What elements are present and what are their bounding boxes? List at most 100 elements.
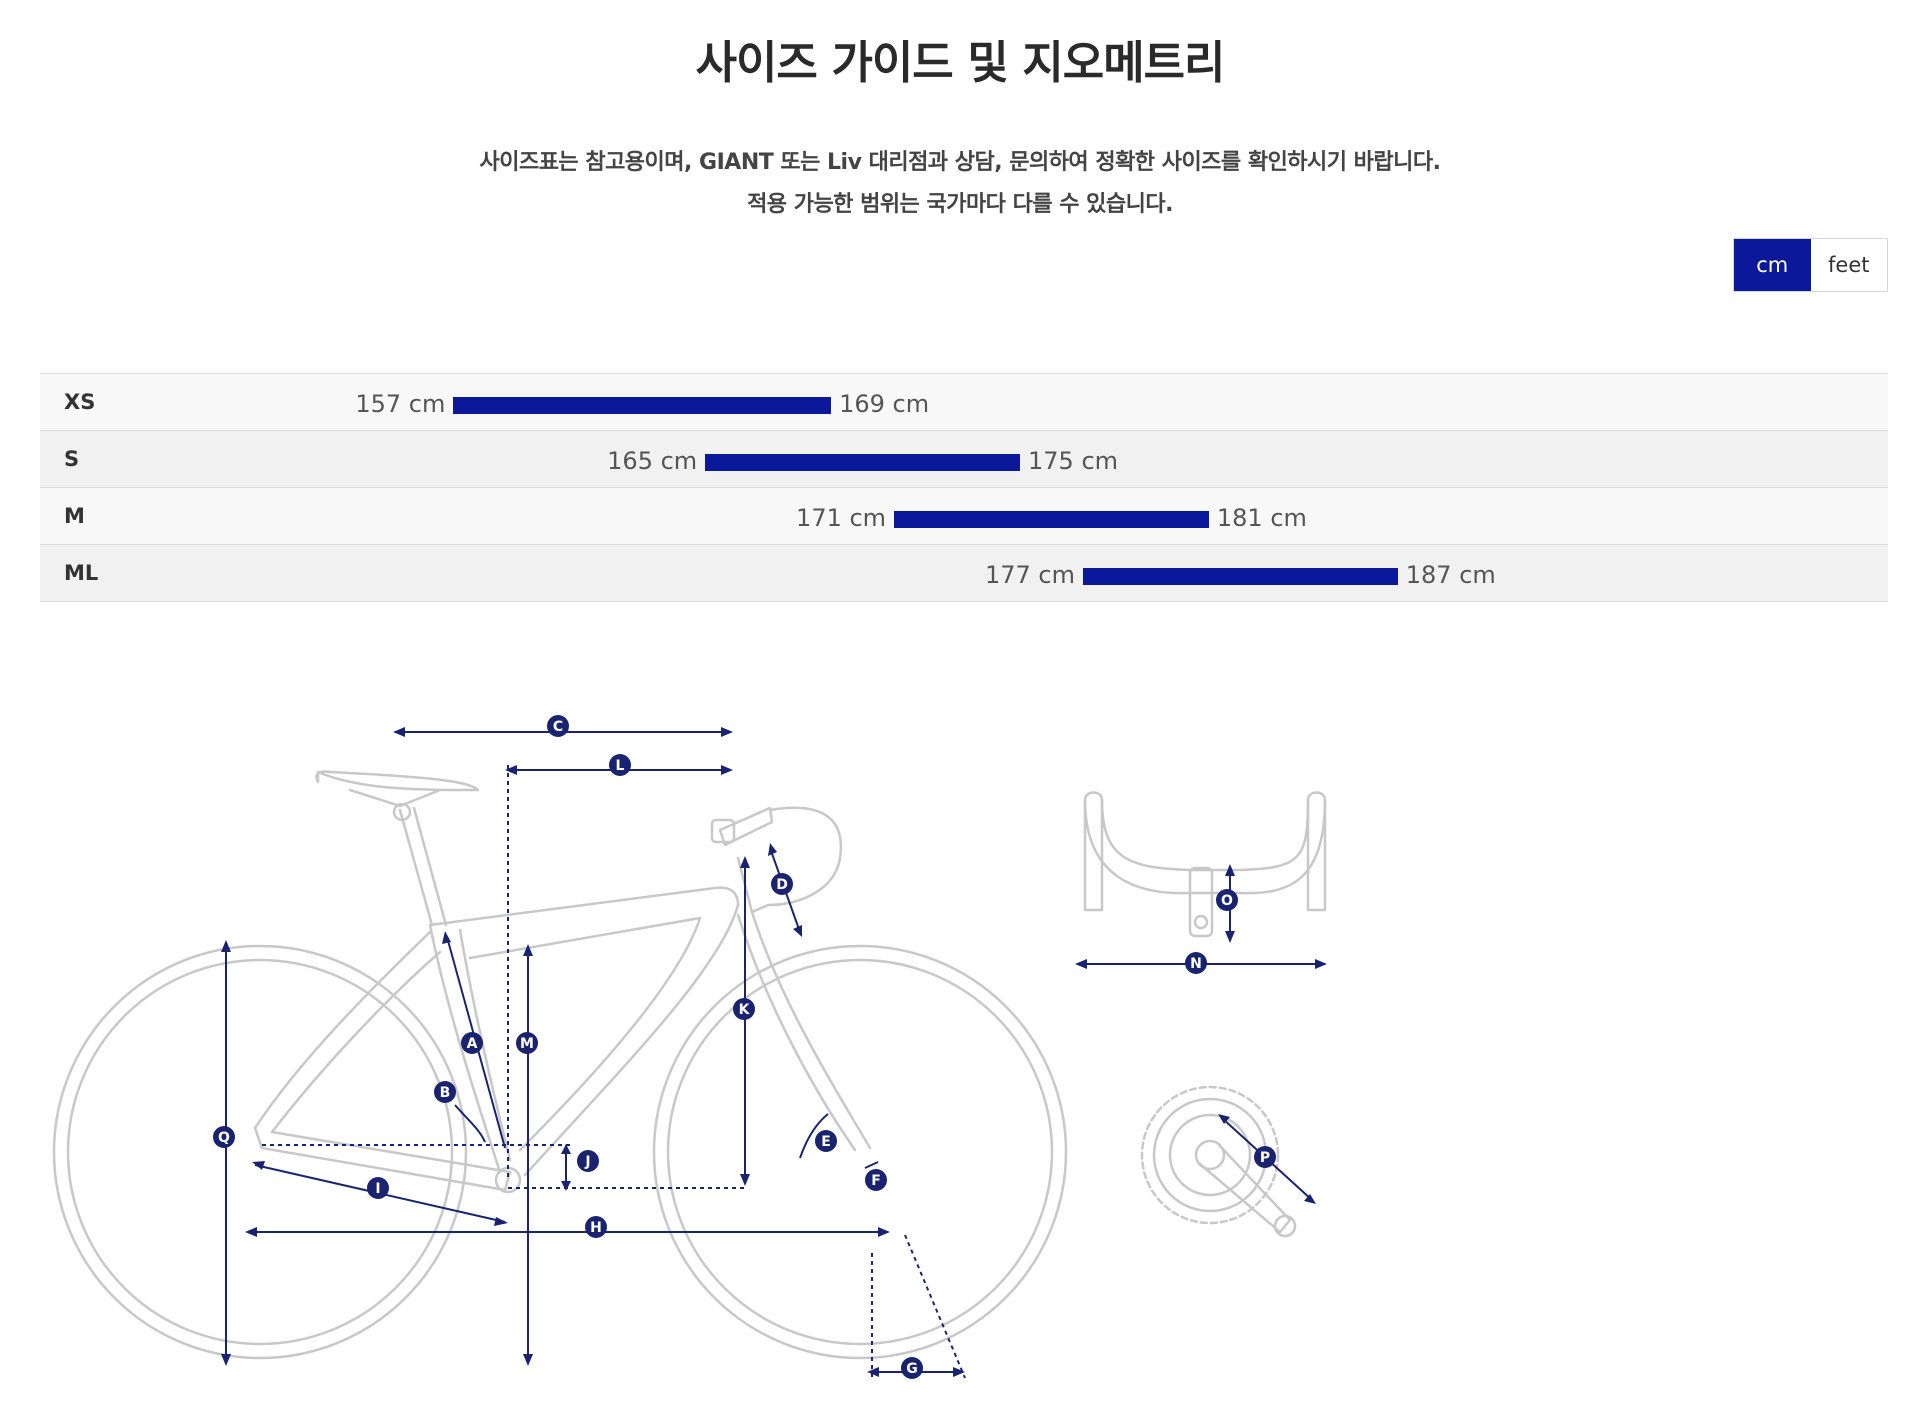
marker-g: G bbox=[901, 1357, 923, 1379]
top-tube-bottom bbox=[468, 916, 702, 960]
fork-rear bbox=[736, 913, 857, 1152]
seat-stay-inner bbox=[270, 950, 442, 1134]
arrowhead bbox=[1304, 1194, 1316, 1204]
bar-top bbox=[1083, 791, 1327, 895]
measurement-guides bbox=[225, 731, 1322, 1379]
size-row-s: S 165 cm 175 cm bbox=[40, 430, 1888, 487]
marker-circle bbox=[865, 1169, 887, 1191]
arrowhead bbox=[740, 1174, 750, 1186]
marker-f: F bbox=[865, 1169, 887, 1191]
range-max-label: 175 cm bbox=[1028, 447, 1119, 475]
seat-stay-outer bbox=[253, 930, 432, 1130]
bike-outline bbox=[52, 770, 1327, 1360]
arrowhead bbox=[793, 925, 802, 937]
arrowhead bbox=[1225, 931, 1235, 943]
saddle bbox=[315, 770, 480, 792]
arrowhead bbox=[878, 1227, 890, 1237]
marker-a: A bbox=[461, 1032, 483, 1054]
range-bar bbox=[1082, 568, 1398, 585]
marker-letter: N bbox=[1190, 956, 1202, 972]
size-label: M bbox=[64, 504, 85, 528]
arrowhead bbox=[1218, 1114, 1230, 1124]
fork-front bbox=[750, 910, 872, 1150]
marker-c: C bbox=[547, 715, 569, 737]
marker-circle bbox=[547, 715, 569, 737]
size-label: ML bbox=[64, 561, 99, 585]
arrowhead bbox=[740, 856, 750, 868]
unit-cm-button[interactable]: cm bbox=[1734, 239, 1811, 291]
size-notice-line-2: 적용 가능한 범위는 국가마다 다를 수 있습니다. bbox=[747, 192, 1173, 217]
marker-circle bbox=[901, 1357, 923, 1379]
marker-i: I bbox=[367, 1177, 389, 1199]
marker-circle bbox=[1216, 889, 1238, 911]
marker-letter: M bbox=[520, 1036, 534, 1052]
marker-circle bbox=[461, 1032, 483, 1054]
arrowhead bbox=[1075, 959, 1087, 969]
trail-angle-reference bbox=[904, 1234, 966, 1379]
marker-circle bbox=[609, 754, 631, 776]
chainring-outer bbox=[1140, 1085, 1280, 1225]
size-row-m: M 171 cm 181 cm bbox=[40, 487, 1888, 544]
front-wheel-outer bbox=[652, 944, 1068, 1360]
arrowhead bbox=[252, 1161, 265, 1170]
down-tube-rear bbox=[518, 916, 702, 1152]
marker-letter: Q bbox=[218, 1130, 230, 1146]
marker-letter: F bbox=[871, 1173, 881, 1189]
marker-letter: I bbox=[375, 1181, 380, 1197]
marker-h: H bbox=[585, 1216, 607, 1238]
range-min-label: 177 cm bbox=[984, 561, 1075, 589]
handlebar-drop bbox=[766, 806, 843, 907]
marker-letter: J bbox=[584, 1154, 590, 1170]
arrowhead bbox=[721, 765, 733, 775]
marker-letter: H bbox=[590, 1220, 602, 1236]
unit-feet-button[interactable]: feet bbox=[1828, 253, 1870, 277]
marker-o: O bbox=[1216, 889, 1238, 911]
marker-j: J bbox=[577, 1150, 599, 1172]
marker-circle bbox=[516, 1032, 538, 1054]
marker-circle bbox=[815, 1130, 837, 1152]
marker-m: M bbox=[516, 1032, 538, 1054]
seat-clamp bbox=[392, 802, 412, 822]
front-wheel-inner bbox=[666, 958, 1054, 1346]
measurement-arrowheads bbox=[221, 727, 1327, 1377]
bar-left-drop bbox=[1083, 798, 1104, 912]
chain-stay bbox=[253, 1126, 512, 1192]
range-max-label: 187 cm bbox=[1405, 561, 1496, 589]
saddle-rails bbox=[348, 788, 442, 808]
down-tube-front bbox=[523, 903, 740, 1177]
range-min-label: 157 cm bbox=[355, 390, 446, 418]
marker-circle bbox=[1185, 952, 1207, 974]
seat-tube-front bbox=[428, 923, 502, 1174]
top-tube-top bbox=[428, 886, 740, 927]
arrowhead bbox=[561, 1144, 571, 1154]
arrowhead bbox=[393, 727, 405, 737]
rear-wheel-outer bbox=[52, 944, 468, 1360]
marker-letter: P bbox=[1260, 1150, 1270, 1166]
arrowhead bbox=[768, 843, 777, 856]
spider bbox=[1168, 1113, 1252, 1197]
range-bar bbox=[705, 454, 1020, 471]
marker-letter: G bbox=[906, 1361, 918, 1377]
range-max-label: 169 cm bbox=[839, 390, 930, 418]
stem bbox=[718, 806, 774, 847]
marker-k: K bbox=[733, 998, 755, 1020]
size-range-table: XS 157 cm 169 cm S 165 cm 175 cm M 171 c… bbox=[40, 373, 1888, 602]
marker-letter: D bbox=[776, 877, 788, 893]
marker-circle bbox=[1254, 1146, 1276, 1168]
marker-letter: L bbox=[616, 758, 625, 774]
arrowhead bbox=[1225, 864, 1235, 876]
bar-stem bbox=[1188, 866, 1214, 938]
marker-letter: E bbox=[821, 1134, 831, 1150]
arrowhead bbox=[721, 727, 733, 737]
size-label: XS bbox=[64, 390, 96, 414]
arrowhead bbox=[505, 765, 517, 775]
marker-e: E bbox=[815, 1130, 837, 1152]
spacer bbox=[710, 818, 736, 844]
seat-post-front bbox=[398, 808, 434, 927]
marker-circle bbox=[733, 998, 755, 1020]
page-title: 사이즈 가이드 및 지오메트리 bbox=[695, 36, 1226, 89]
pedal-axle bbox=[1273, 1214, 1297, 1238]
range-min-label: 171 cm bbox=[796, 504, 887, 532]
